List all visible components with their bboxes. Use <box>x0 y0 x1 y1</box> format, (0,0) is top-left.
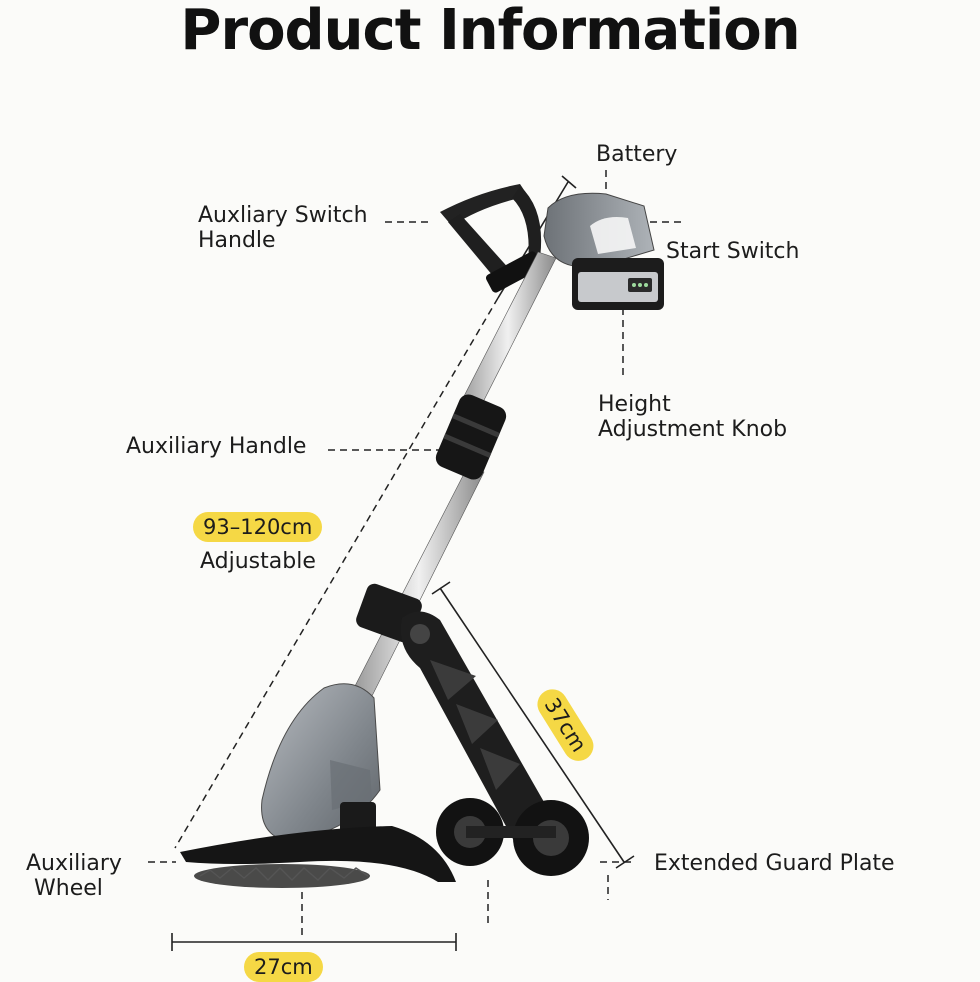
motor-head <box>261 683 381 843</box>
aux-wheel-label-line1: Auxiliary <box>26 851 122 876</box>
length-range-badge: 93–120cm <box>193 512 323 542</box>
aux-switch-handle-label-line2: Handle <box>198 228 276 253</box>
auxiliary-handle-label: Auxiliary Handle <box>126 434 307 459</box>
height-knob-label-line2: Adjustment Knob <box>598 417 788 442</box>
page-title: Product Information <box>180 0 800 63</box>
cut-width-badge: 27cm <box>244 952 323 982</box>
adjustable-label: Adjustable <box>200 549 316 574</box>
auxiliary-handle-collar <box>435 394 507 480</box>
callout-lines <box>148 170 686 938</box>
battery-label: Battery <box>596 142 678 167</box>
extended-guard-plate <box>180 826 456 888</box>
aux-wheel-label-line2: Wheel <box>34 876 103 901</box>
auxiliary-wheels <box>436 798 589 876</box>
start-switch-label: Start Switch <box>666 239 800 264</box>
auxiliary-switch-handle <box>440 184 543 293</box>
extended-guard-plate-label: Extended Guard Plate <box>654 851 895 876</box>
battery-pack <box>543 192 664 310</box>
height-knob-label-line1: Height <box>598 392 671 417</box>
auxiliary-support-frame <box>356 583 560 852</box>
aux-switch-handle-label-line1: Auxliary Switch <box>198 203 368 228</box>
